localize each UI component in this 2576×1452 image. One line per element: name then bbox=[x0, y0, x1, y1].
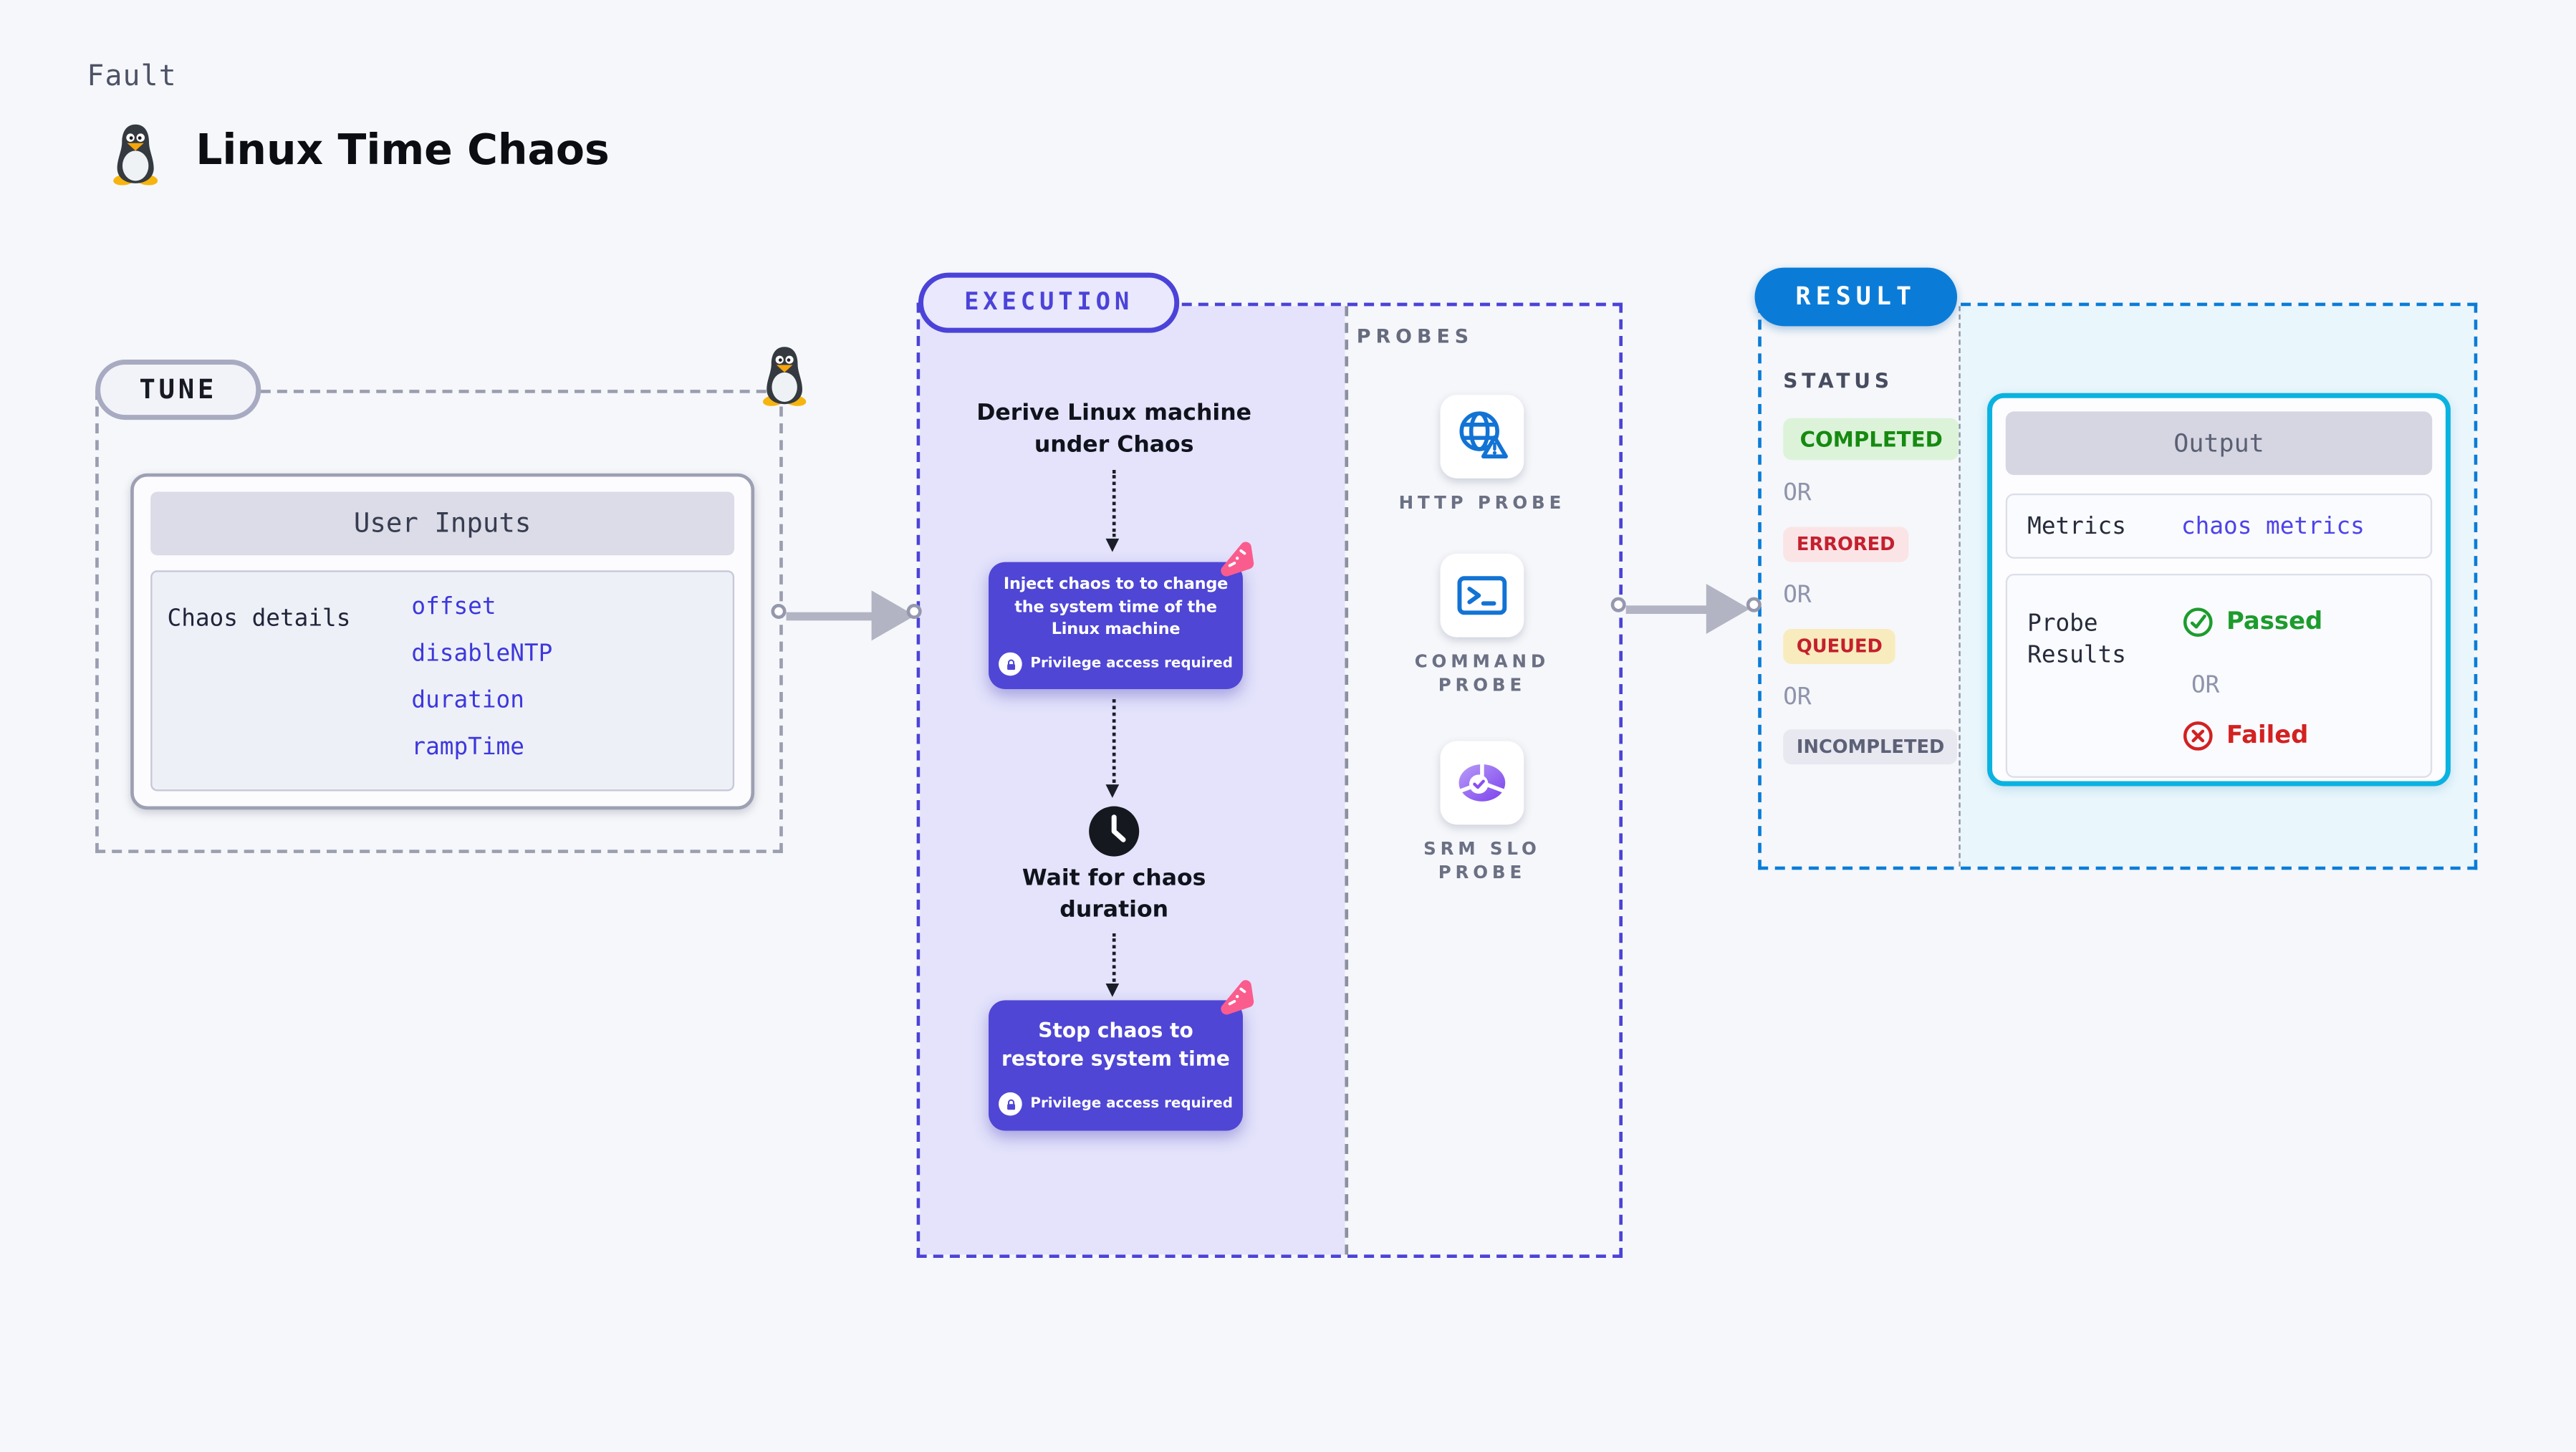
flow-connector-arrowhead-icon bbox=[1105, 538, 1120, 552]
tune-badge: TUNE bbox=[95, 360, 261, 420]
tux-penguin-icon bbox=[102, 122, 168, 186]
output-card: Output Metrics chaos metrics Probe Resul… bbox=[1987, 393, 2451, 787]
terminal-icon bbox=[1451, 564, 1514, 628]
inject-chaos-text: Inject chaos to to change the system tim… bbox=[1003, 575, 1229, 640]
wait-step-label: Wait for chaos duration bbox=[1022, 865, 1206, 923]
flow-connector bbox=[1112, 470, 1116, 537]
status-badge-incompleted: INCOMPLETED bbox=[1783, 729, 1959, 765]
probe-card-srm-slo bbox=[1440, 741, 1524, 825]
lock-icon bbox=[999, 1092, 1022, 1116]
connector-dot bbox=[1746, 597, 1762, 612]
lock-icon bbox=[999, 652, 1022, 676]
stop-chaos-node: Stop chaos to restore system time Privil… bbox=[989, 1000, 1243, 1131]
status-badge-queued: QUEUED bbox=[1783, 628, 1896, 665]
slo-donut-icon bbox=[1451, 751, 1514, 814]
page-title: Linux Time Chaos bbox=[196, 125, 610, 174]
output-header: Output bbox=[2005, 411, 2433, 476]
derive-step-label: Derive Linux machine under Chaos bbox=[976, 400, 1252, 458]
probe-label-command: COMMAND PROBE bbox=[1414, 652, 1550, 696]
user-inputs-card: User Inputs Chaos details offset disable… bbox=[130, 473, 755, 810]
flow-connector-arrowhead-icon bbox=[1105, 784, 1120, 798]
probe-results-label: Probe Results bbox=[2027, 610, 2126, 670]
tux-penguin-icon-small bbox=[753, 345, 817, 406]
probe-card-http bbox=[1440, 395, 1524, 479]
inject-chaos-node: Inject chaos to to change the system tim… bbox=[989, 562, 1243, 690]
failed-x-icon bbox=[2181, 719, 2215, 753]
or-label: OR bbox=[2191, 672, 2220, 700]
user-inputs-table: Chaos details offset disableNTP duration… bbox=[150, 570, 735, 792]
or-label: OR bbox=[1783, 480, 1812, 507]
or-label: OR bbox=[1783, 582, 1812, 609]
passed-label: Passed bbox=[2226, 608, 2323, 636]
param-disablentp[interactable]: disableNTP bbox=[411, 640, 553, 668]
flow-connector bbox=[1112, 699, 1116, 783]
param-ramptime[interactable]: rampTime bbox=[411, 734, 524, 761]
status-badge-completed: COMPLETED bbox=[1783, 418, 1960, 461]
privilege-note: Privilege access required bbox=[989, 652, 1243, 676]
metrics-label: Metrics bbox=[2027, 513, 2126, 541]
user-inputs-header: User Inputs bbox=[150, 491, 735, 556]
status-title: STATUS bbox=[1783, 370, 1893, 393]
flow-arrow-line bbox=[786, 611, 875, 620]
failed-result: Failed bbox=[2181, 719, 2308, 753]
metrics-row: Metrics chaos metrics bbox=[2005, 493, 2433, 559]
connector-dot bbox=[906, 603, 922, 619]
flow-arrowhead-icon bbox=[1706, 583, 1750, 635]
flow-connector bbox=[1112, 933, 1116, 982]
chaos-logo-icon bbox=[1216, 540, 1255, 579]
probes-divider bbox=[1345, 306, 1349, 1255]
connector-dot bbox=[1610, 597, 1626, 612]
result-badge: RESULT bbox=[1754, 267, 1958, 327]
passed-result: Passed bbox=[2181, 605, 2322, 639]
param-offset[interactable]: offset bbox=[411, 593, 496, 621]
clock-icon bbox=[1087, 804, 1141, 858]
connector-dot bbox=[771, 603, 787, 619]
param-duration[interactable]: duration bbox=[411, 687, 524, 715]
privilege-note: Privilege access required bbox=[989, 1092, 1243, 1116]
probe-results-row: Probe Results Passed OR Failed bbox=[2005, 573, 2433, 778]
probe-label-srm-slo: SRM SLO PROBE bbox=[1423, 840, 1541, 883]
passed-check-icon bbox=[2181, 605, 2215, 639]
chaos-details-label: Chaos details bbox=[167, 605, 351, 633]
failed-label: Failed bbox=[2226, 722, 2309, 750]
flow-connector-arrowhead-icon bbox=[1105, 984, 1120, 997]
probe-card-command bbox=[1440, 553, 1524, 638]
probe-label-http: HTTP PROBE bbox=[1398, 493, 1566, 514]
or-label: OR bbox=[1783, 684, 1812, 711]
probes-title: PROBES bbox=[1356, 324, 1474, 348]
chaos-logo-icon bbox=[1216, 979, 1255, 1017]
tune-region bbox=[95, 390, 783, 853]
status-divider bbox=[1959, 306, 1961, 867]
fault-eyebrow: Fault bbox=[87, 60, 177, 94]
status-badge-errored: ERRORED bbox=[1783, 527, 1909, 562]
execution-badge: EXECUTION bbox=[918, 272, 1180, 333]
metrics-value[interactable]: chaos metrics bbox=[2181, 513, 2365, 541]
stop-chaos-text: Stop chaos to restore system time bbox=[1001, 1019, 1230, 1070]
flow-arrow-line bbox=[1625, 605, 1710, 613]
globe-alert-icon bbox=[1451, 405, 1514, 468]
